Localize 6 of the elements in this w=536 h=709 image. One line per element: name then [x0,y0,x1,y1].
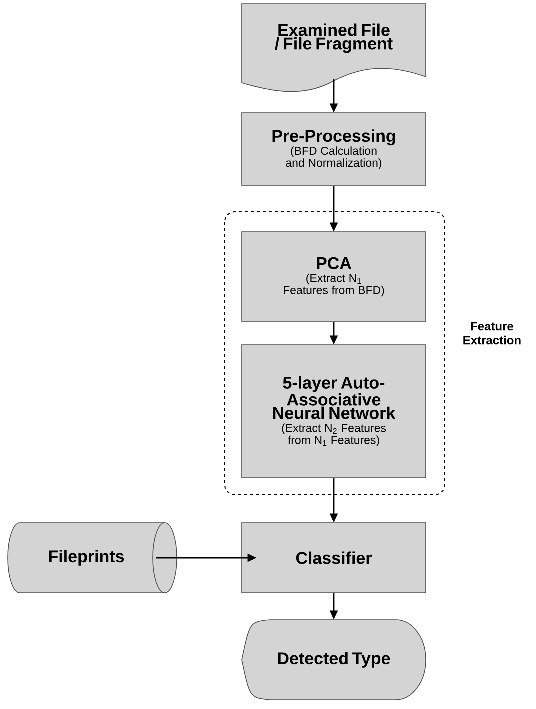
node-label: Feature Extraction [464,322,521,345]
process-box: PCA (Extract N$_{1}$ Features from BFD) [242,232,426,322]
process-box: 5-layer Auto-Associative Neural Network (Extract N$_{2}$ Features from N$_{1}$ Features) [242,344,426,478]
process-box: Classifier [242,522,426,594]
storage-cylinder: Fileprints [8,522,178,594]
process-box: Pre-Processing (BFD Calculation and Normalization) [242,112,426,186]
